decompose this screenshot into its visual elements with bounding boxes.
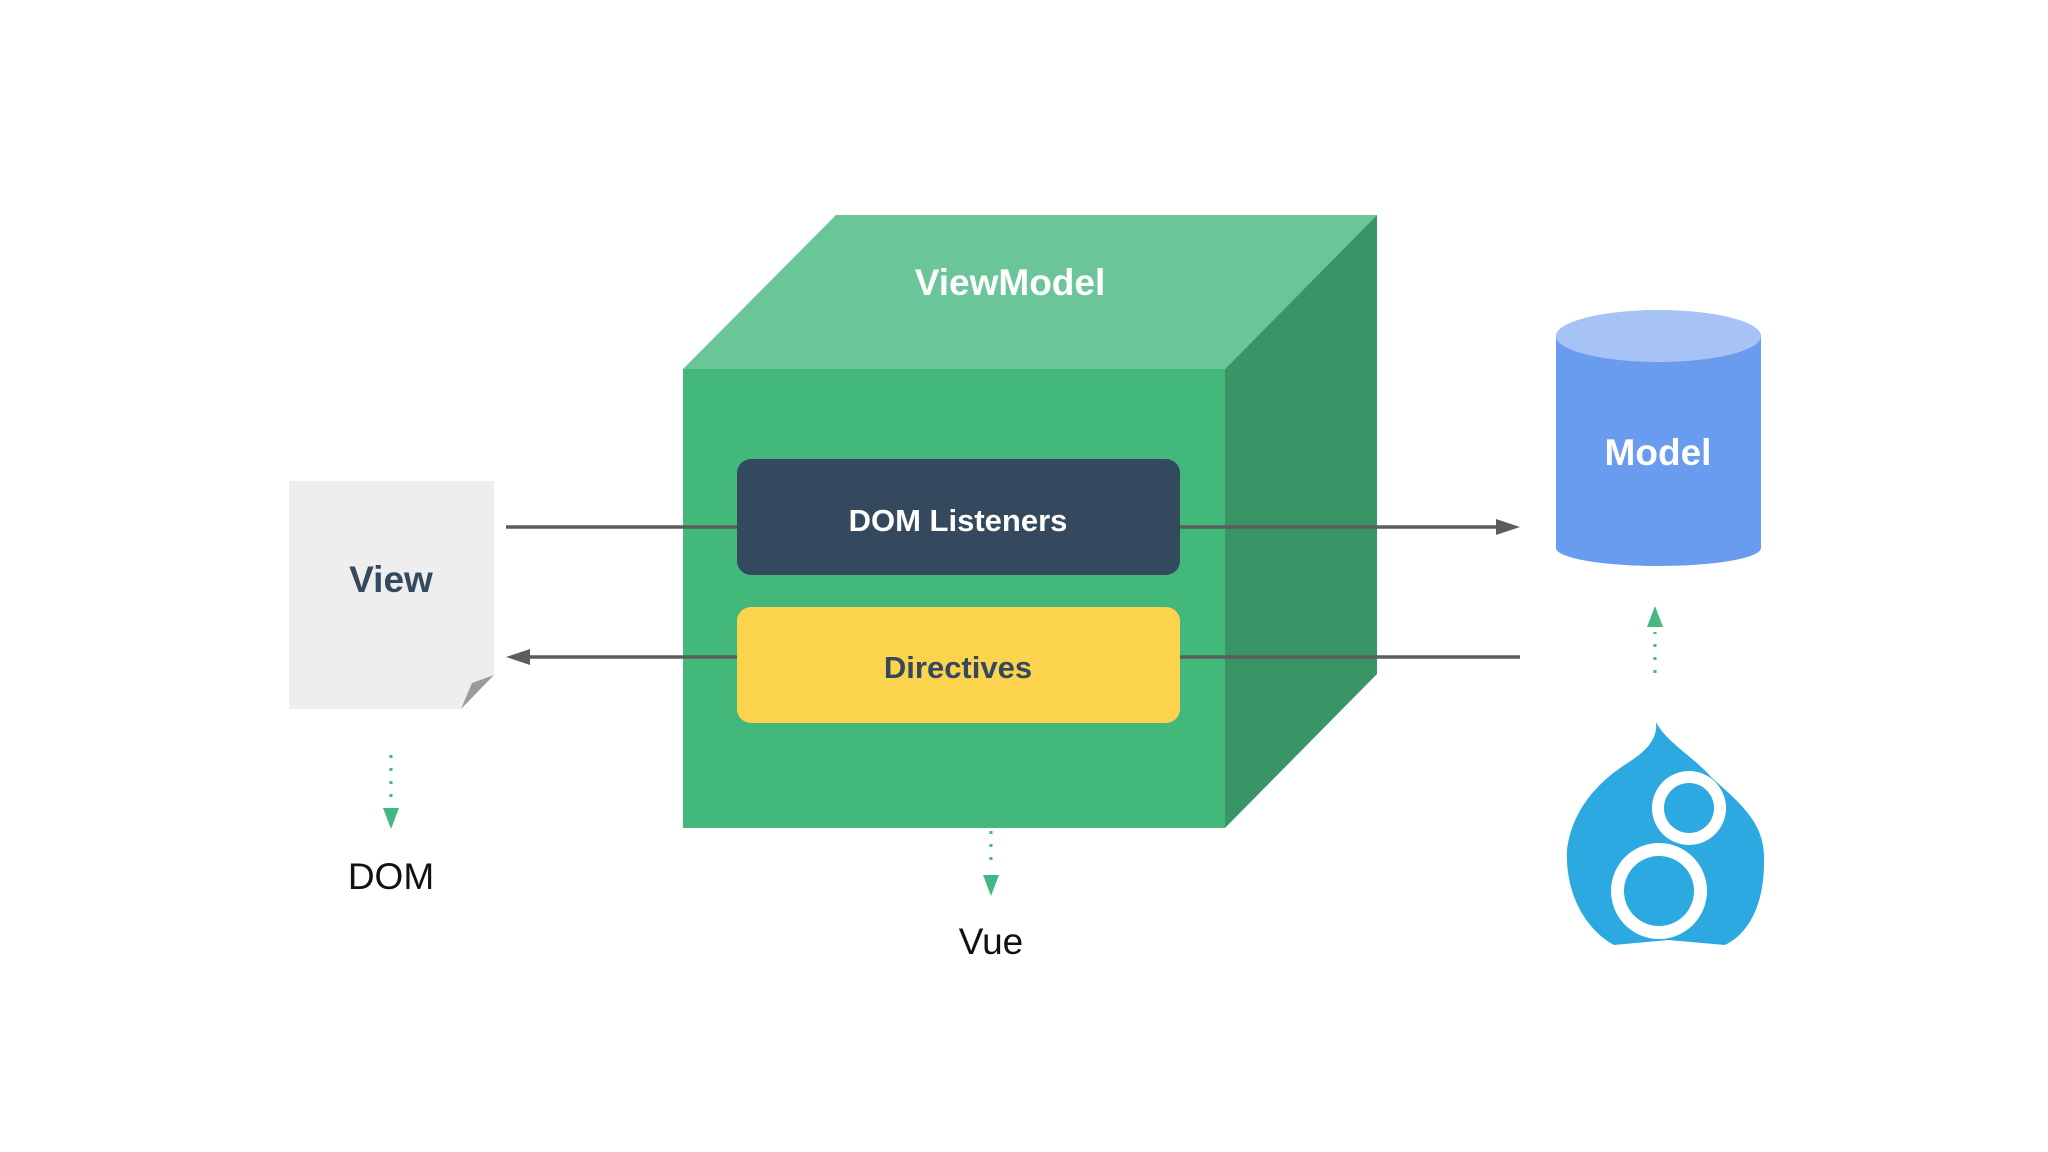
vue-dotted-arrowhead (983, 875, 999, 896)
model-database: Model (1556, 310, 1761, 566)
directives-box: Directives (737, 607, 1180, 723)
dom-dotted-arrow (383, 755, 399, 829)
model-cylinder-bottom (1556, 530, 1761, 566)
cube-top-face (683, 215, 1377, 369)
drupal-dotted-arrow (1647, 606, 1663, 673)
drupal-eight-lower-hole (1624, 856, 1694, 926)
drupal-8-logo-icon (1566, 722, 1765, 945)
drupal-dotted-arrowhead (1647, 606, 1663, 627)
dom-listeners-label: DOM Listeners (849, 503, 1068, 538)
dom-listeners-arrowhead (1496, 519, 1520, 535)
dom-dotted-arrowhead (383, 808, 399, 829)
drupal-eight-upper-hole (1664, 783, 1714, 833)
dom-listeners-box: DOM Listeners (737, 459, 1180, 575)
viewmodel-label: ViewModel (915, 262, 1106, 303)
cube-front-face (683, 369, 1225, 828)
dom-caption: DOM (348, 856, 434, 897)
directives-box-shape (737, 607, 1180, 723)
directives-arrowhead (506, 649, 530, 665)
view-document: View (289, 481, 494, 709)
vue-caption: Vue (959, 921, 1023, 962)
view-page-fold (461, 675, 494, 709)
cube-side-face (1225, 215, 1377, 828)
model-cylinder-body (1556, 336, 1761, 548)
directives-label: Directives (884, 650, 1032, 685)
view-label: View (349, 559, 433, 600)
dom-listeners-box-shape (737, 459, 1180, 575)
view-page-shape (289, 481, 494, 709)
viewmodel-cube: ViewModel (683, 215, 1377, 828)
vue-dotted-arrow (983, 831, 999, 896)
model-cylinder-top (1556, 310, 1761, 362)
model-label: Model (1605, 432, 1712, 473)
